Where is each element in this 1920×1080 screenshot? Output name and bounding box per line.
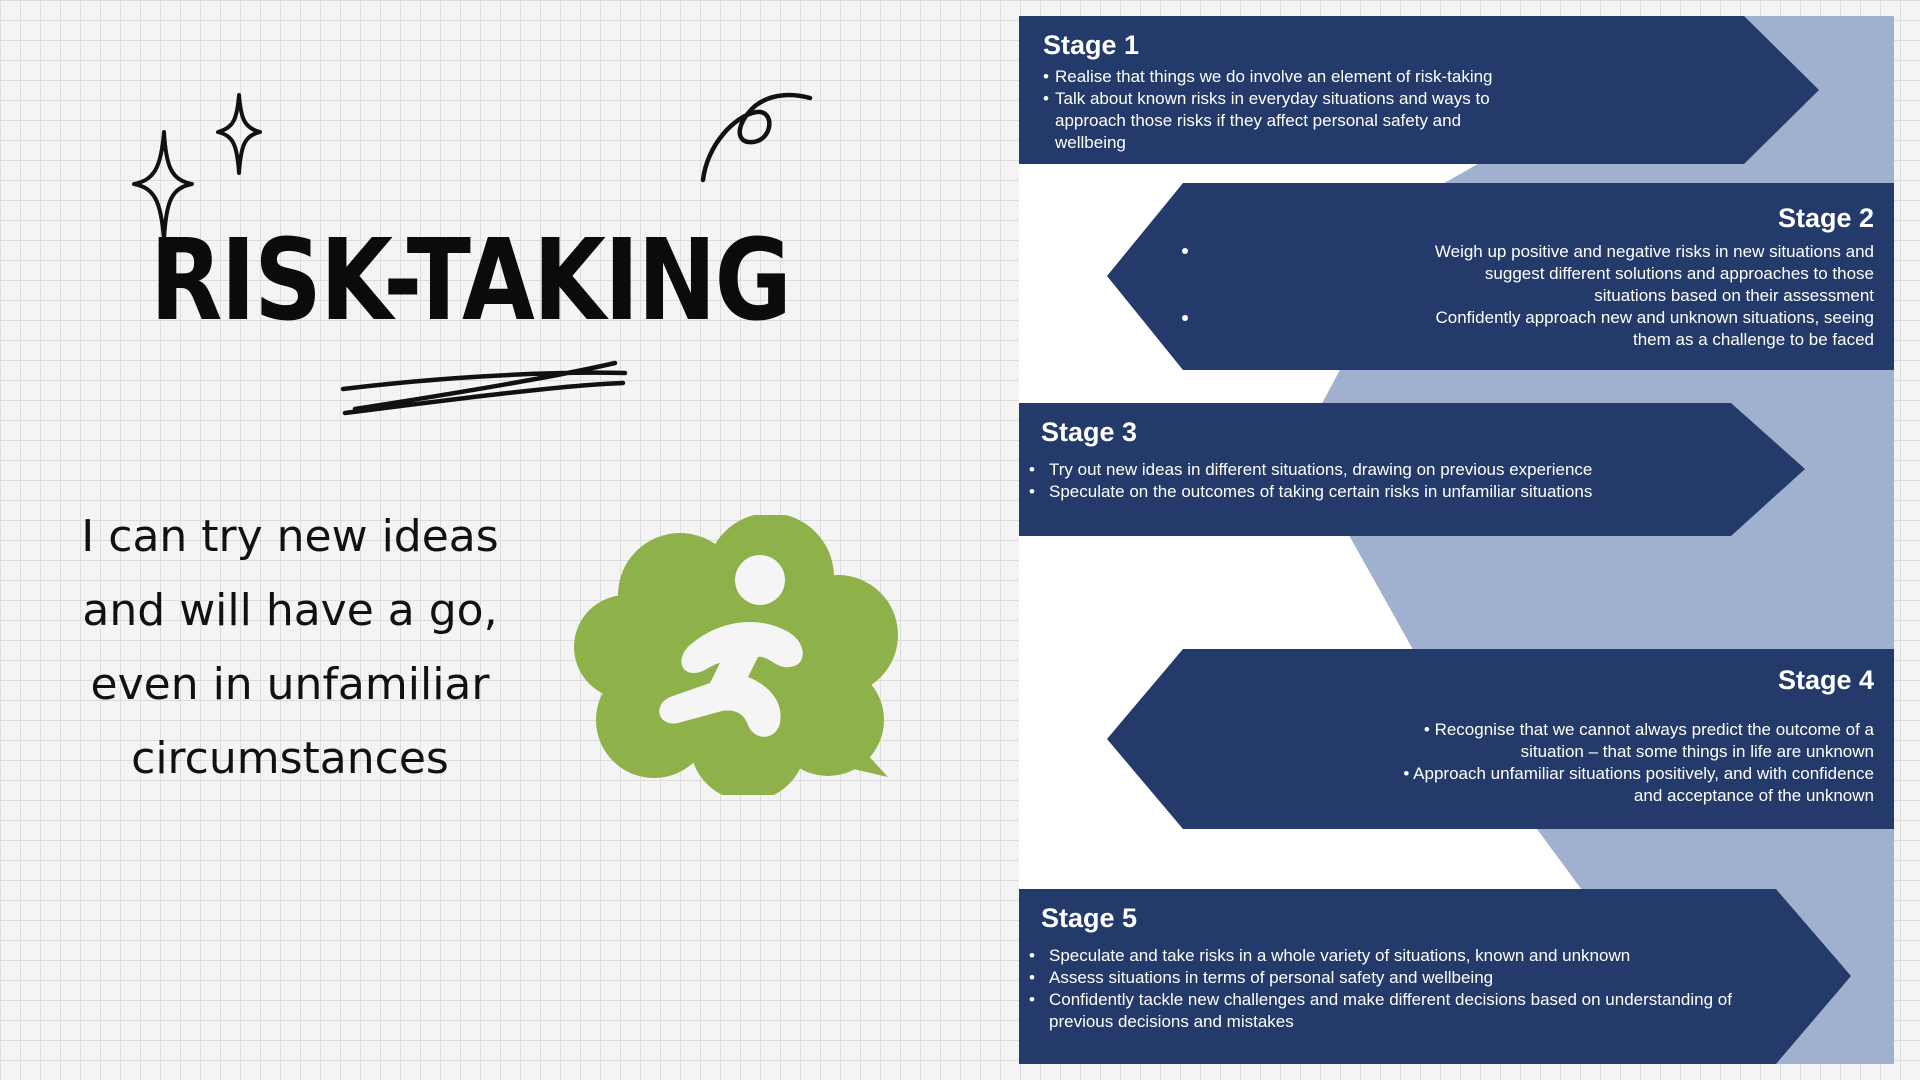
statement-line: I can try new ideas xyxy=(81,511,499,562)
left-panel: RISK-TAKING I can try new ideas and will… xyxy=(40,92,898,796)
stage-title: Stage 2 xyxy=(1777,203,1874,233)
swirl-icon xyxy=(700,92,813,183)
stage-title: Stage 3 xyxy=(1041,417,1138,447)
sparkle-small-icon xyxy=(216,93,262,175)
stage-4-bullets: Recognise that we cannot always predict … xyxy=(1394,719,1874,807)
bullet-dot xyxy=(1182,315,1188,321)
stage-2: Stage 2 Weigh up positive and negative r… xyxy=(1107,183,1894,370)
statement-line: circumstances xyxy=(131,733,449,784)
stage-4: Stage 4 Recognise that we cannot always … xyxy=(1107,649,1894,829)
stage-1: Stage 1 Realise that things we do involv… xyxy=(1019,16,1819,164)
page-title: RISK-TAKING xyxy=(150,216,792,346)
scribble-underline-icon xyxy=(340,360,628,416)
stage-3-bullets: Try out new ideas in different situation… xyxy=(1019,459,1699,503)
bullet-item: Speculate and take risks in a whole vari… xyxy=(1019,945,1739,967)
stages-panel: Stage 1 Realise that things we do involv… xyxy=(1019,16,1894,1064)
bullet-item: Confidently approach new and unknown sit… xyxy=(1435,308,1874,349)
sparkle-icon xyxy=(132,130,194,242)
stage-title: Stage 5 xyxy=(1041,903,1138,933)
stage-5: Stage 5 Speculate and take risks in a wh… xyxy=(1019,889,1851,1064)
stage-title: Stage 4 xyxy=(1777,665,1874,695)
stage-2-arrow xyxy=(1107,183,1894,370)
bullet-item: Weigh up positive and negative risks in … xyxy=(1434,242,1874,305)
bullet-item: Try out new ideas in different situation… xyxy=(1019,459,1699,481)
bullet-item: Realise that things we do involve an ele… xyxy=(1043,66,1513,88)
bullet-item: Speculate on the outcomes of taking cert… xyxy=(1019,481,1699,503)
statement-line: even in unfamiliar xyxy=(90,659,490,710)
running-person-speech-bubble-icon xyxy=(574,515,898,795)
stage-3: Stage 3 Try out new ideas in different s… xyxy=(1019,403,1805,536)
bullet-item: Assess situations in terms of personal s… xyxy=(1019,967,1739,989)
stage-2-bullets: Weigh up positive and negative risks in … xyxy=(1414,241,1874,351)
bullet-dot xyxy=(1182,248,1188,254)
stage-title: Stage 1 xyxy=(1043,30,1140,60)
stage-5-bullets: Speculate and take risks in a whole vari… xyxy=(1019,945,1739,1033)
bullet-item: Confidently tackle new challenges and ma… xyxy=(1019,989,1739,1033)
bullet-item: Approach unfamiliar situations positivel… xyxy=(1394,763,1874,807)
bullet-item: Recognise that we cannot always predict … xyxy=(1394,719,1874,763)
stage-1-bullets: Realise that things we do involve an ele… xyxy=(1043,66,1513,154)
statement-line: and will have a go, xyxy=(82,585,498,636)
statement-text: I can try new ideas and will have a go, … xyxy=(40,500,540,796)
bullet-item: Talk about known risks in everyday situa… xyxy=(1043,88,1513,154)
